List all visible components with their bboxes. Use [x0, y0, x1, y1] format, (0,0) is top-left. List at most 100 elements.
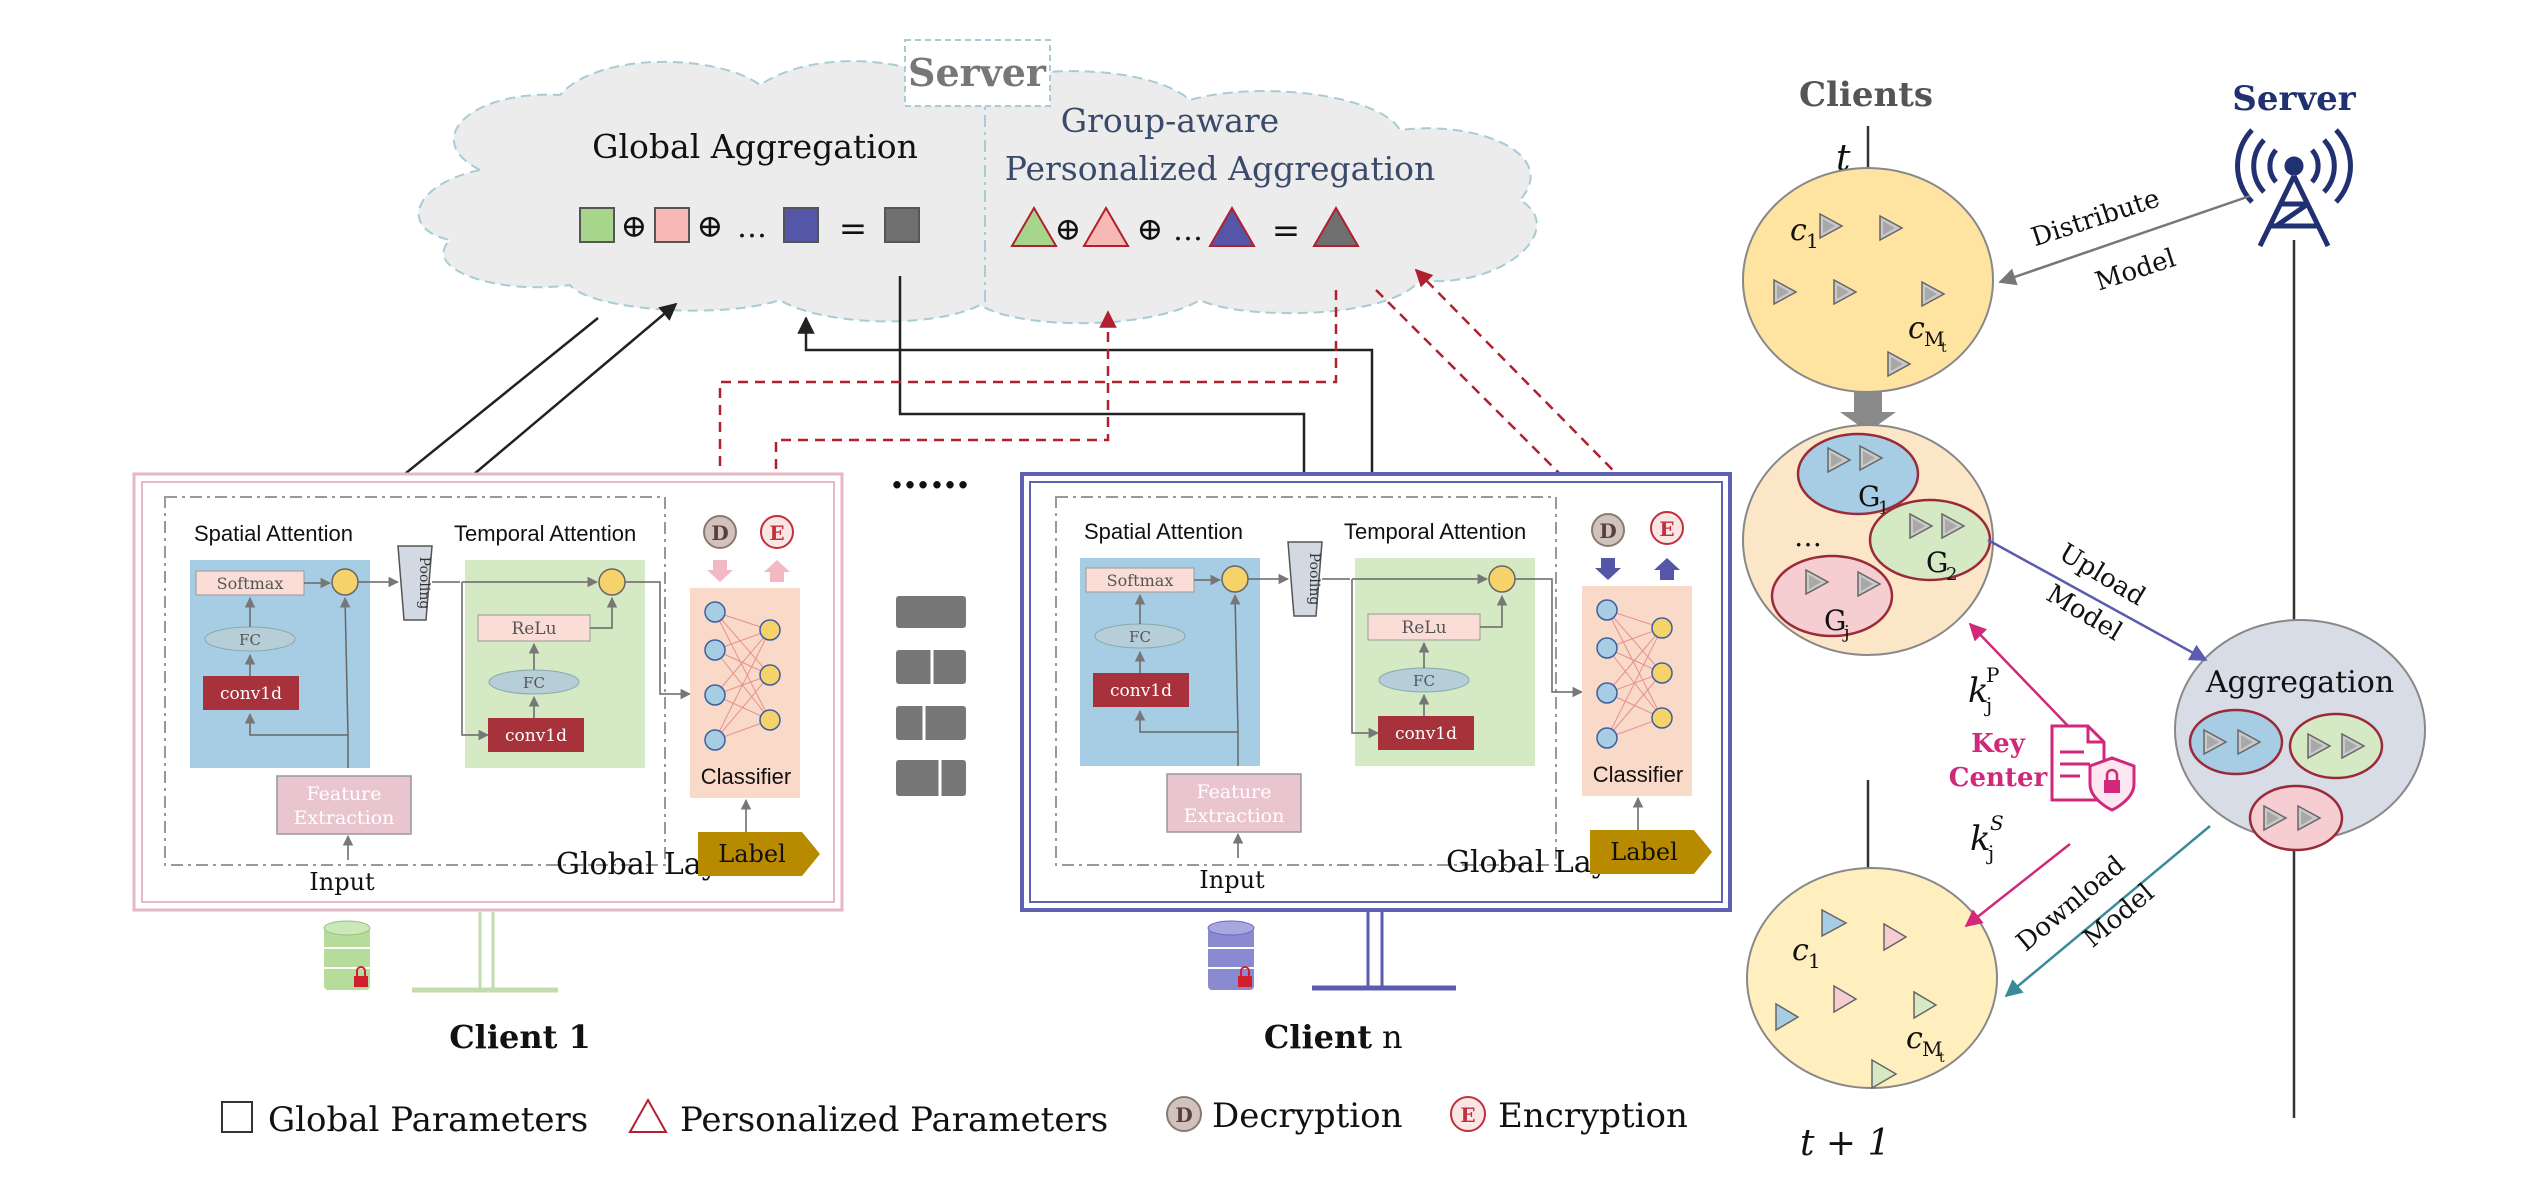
- softmax-box: [1085, 567, 1195, 593]
- global-aggregation-title: Global Aggregation: [592, 127, 918, 166]
- legend: Global Parameters Personalized Parameter…: [221, 1096, 1688, 1140]
- label-tag: [1590, 830, 1712, 874]
- spatial-gate: [1221, 565, 1249, 593]
- conv1d-box-temporal: [1378, 716, 1474, 750]
- svg-text:Feature: Feature: [307, 783, 382, 805]
- label-tag: [698, 832, 820, 876]
- temporal-attention-label: Temporal Attention: [454, 521, 636, 546]
- svg-text:ReLu: ReLu: [1401, 618, 1446, 638]
- server-title-box: [904, 39, 1051, 107]
- conv1d-box: [1093, 673, 1189, 707]
- clients-circle-t1: [1746, 867, 1998, 1089]
- temporal-gate: [598, 568, 626, 596]
- encrypt-arrow: [1654, 558, 1680, 580]
- spatial-gate: [331, 568, 359, 596]
- svg-text:M: M: [1922, 1037, 1942, 1061]
- clients-ellipsis: ……: [890, 451, 970, 498]
- svg-text:=: =: [1272, 211, 1301, 251]
- ks-label: k: [1970, 819, 1991, 859]
- svg-text:D: D: [711, 521, 728, 545]
- svg-text:1: 1: [1808, 949, 1821, 973]
- svg-text:t: t: [1941, 340, 1947, 356]
- svg-text:j: j: [1984, 693, 1992, 717]
- temporal-attention-label: Temporal Attention: [1344, 519, 1526, 544]
- decrypt-badge: [1591, 513, 1625, 547]
- svg-text:Pooling: Pooling: [1306, 553, 1322, 606]
- personal-param-green: [1010, 206, 1058, 247]
- conv1d-box-temporal: [488, 718, 584, 752]
- svg-text:Extraction: Extraction: [1184, 805, 1285, 827]
- server-cloud: Server Global Aggregation Group-aware Pe…: [417, 39, 1538, 325]
- svg-text:Extraction: Extraction: [294, 807, 395, 829]
- spatial-attention-label: Spatial Attention: [1084, 519, 1243, 544]
- svg-text:j: j: [1986, 841, 1994, 865]
- global-param-pink: [654, 207, 690, 243]
- group-aware-title-line1: Group-aware: [1061, 101, 1279, 140]
- legend-square-icon: [221, 1101, 253, 1133]
- personal-param-blue: [1208, 206, 1256, 247]
- svg-text:G: G: [1926, 546, 1948, 579]
- svg-text:ReLu: ReLu: [511, 619, 556, 639]
- global-param-blue: [783, 207, 819, 243]
- server-title: Server: [908, 50, 1047, 95]
- svg-text:conv1d: conv1d: [505, 726, 567, 746]
- lock-icon: [354, 966, 368, 987]
- relu-box: [1367, 613, 1481, 641]
- svg-text:FC: FC: [1129, 628, 1151, 646]
- distribute-label-2: Model: [2092, 243, 2180, 297]
- client1-name: Client 1: [449, 1018, 591, 1056]
- svg-text:…: …: [737, 210, 767, 245]
- decrypt-badge: [703, 515, 737, 549]
- svg-text:c: c: [1792, 933, 1809, 968]
- legend-encrypt-icon: [1450, 1096, 1486, 1132]
- key-center-label-2: Center: [1949, 763, 2048, 793]
- encrypt-badge: [760, 515, 794, 549]
- svg-text:conv1d: conv1d: [220, 684, 282, 704]
- encrypt-badge: [1650, 511, 1684, 545]
- legend-personalized: Personalized Parameters: [680, 1100, 1108, 1140]
- kp-label: k: [1968, 671, 1989, 711]
- temporal-gate: [1488, 565, 1516, 593]
- global-layers-box: [164, 496, 666, 866]
- global-layers-box: [1055, 496, 1557, 866]
- legend-decrypt-icon: [1166, 1096, 1202, 1132]
- legend-triangle-icon: [628, 1097, 668, 1133]
- svg-text:S: S: [1990, 811, 2004, 835]
- right-panel: Clients Server t c 1: [1742, 75, 2426, 1164]
- clientn-name-n: n: [1382, 1018, 1403, 1056]
- lock-icon: [1238, 966, 1252, 987]
- server-title-right: Server: [2232, 79, 2356, 119]
- clients-title: Clients: [1799, 75, 1933, 115]
- classifier-label: Classifier: [701, 764, 791, 789]
- input-label: Input: [309, 868, 375, 896]
- decrypt-arrow: [707, 560, 733, 582]
- svg-text:Label: Label: [718, 840, 786, 868]
- clientn-name: Client: [1264, 1018, 1372, 1056]
- svg-text:t: t: [1939, 1050, 1945, 1066]
- svg-text:⊕: ⊕: [697, 207, 724, 245]
- svg-text:c: c: [1906, 1021, 1923, 1056]
- conv1d-box: [203, 676, 299, 710]
- svg-text:2: 2: [1946, 564, 1957, 585]
- layers-icon: [896, 596, 966, 796]
- svg-text:FC: FC: [1413, 672, 1435, 690]
- client1-panel: Spatial Attention Temporal Attention Sof…: [132, 472, 844, 1056]
- communication-arrows: [378, 268, 1661, 522]
- global-param-green: [579, 207, 615, 243]
- svg-text:c: c: [1908, 311, 1925, 346]
- svg-text:c: c: [1790, 213, 1807, 248]
- svg-text:Label: Label: [1610, 838, 1678, 866]
- feature-extraction-box: [1166, 773, 1302, 833]
- svg-text:j: j: [1842, 622, 1850, 643]
- svg-text:FC: FC: [239, 631, 261, 649]
- svg-text:Feature: Feature: [1197, 781, 1272, 803]
- feature-extraction-box: [276, 775, 412, 835]
- svg-text:M: M: [1924, 327, 1944, 351]
- svg-text:⊕: ⊕: [621, 207, 648, 245]
- svg-text:D: D: [1599, 519, 1616, 543]
- database-icon: [1207, 920, 1255, 990]
- decrypt-arrow: [1595, 558, 1621, 580]
- pooling-block: [397, 545, 433, 621]
- legend-decryption: Decryption: [1212, 1096, 1403, 1136]
- key-center-label-1: Key: [1971, 729, 2026, 759]
